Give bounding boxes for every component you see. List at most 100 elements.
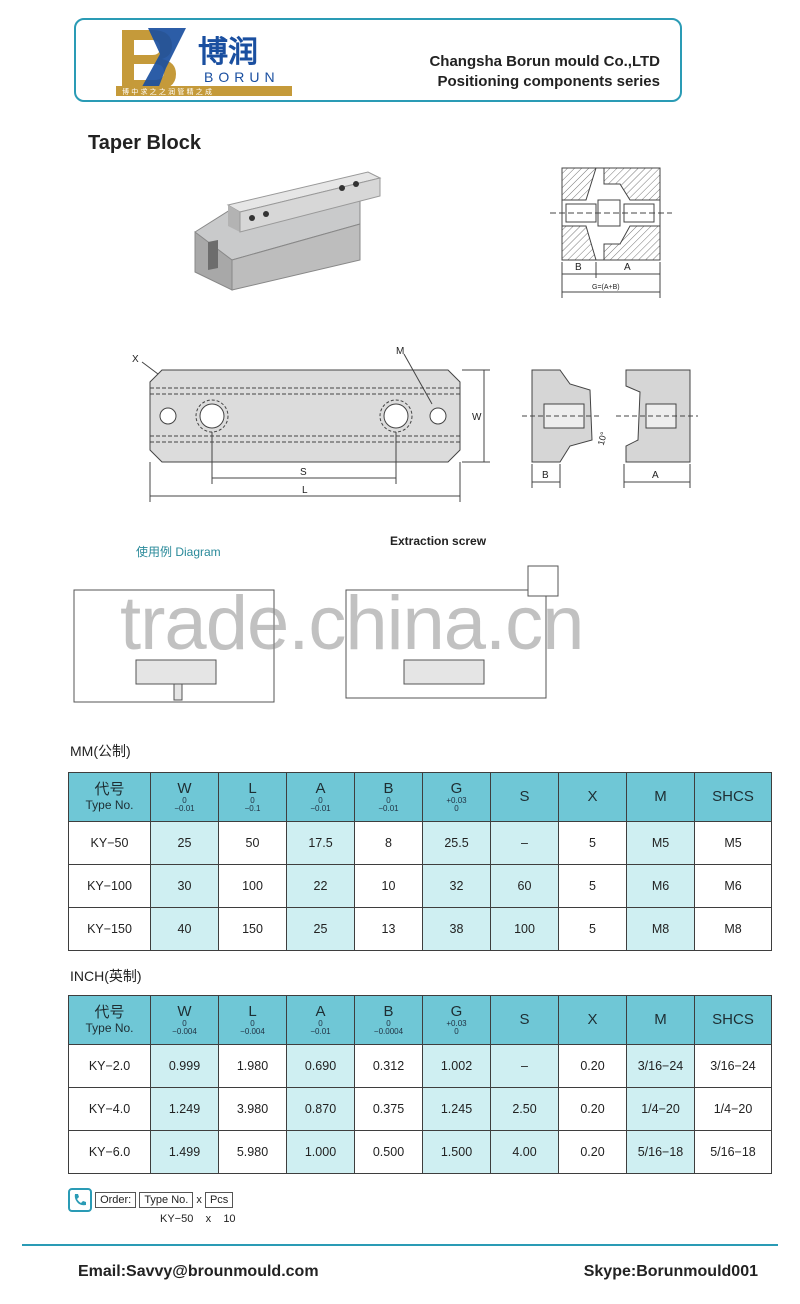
header-sub: Type No. (85, 798, 134, 812)
table-cell: M8 (694, 907, 772, 951)
header-sub: Type No. (85, 1021, 134, 1035)
header-tolerance: 0 (250, 796, 255, 805)
table-cell: 1.499 (150, 1130, 219, 1174)
order-example-type: KY−50 (160, 1213, 194, 1225)
dim-b-side: B (542, 470, 549, 481)
cross-section-view (550, 167, 672, 298)
table-cell: 5/16−18 (626, 1130, 695, 1174)
plan-view (141, 353, 490, 502)
product-photo (194, 171, 382, 291)
usage-diagram (73, 565, 559, 703)
header-tolerance: +0.03 (446, 1019, 467, 1028)
table-cell: 0.870 (286, 1087, 355, 1131)
header-main: M (654, 788, 667, 805)
table-cell: 0.20 (558, 1044, 627, 1088)
table-cell: 1.000 (286, 1130, 355, 1174)
table-cell: 25 (286, 907, 355, 951)
phone-icon (68, 1188, 92, 1212)
table-cell: 1.002 (422, 1044, 491, 1088)
dim-x: X (132, 354, 139, 365)
header-main: S (519, 788, 530, 805)
table-cell: 30 (150, 864, 219, 908)
table-cell: 3/16−24 (694, 1044, 772, 1088)
column-header: X (558, 772, 627, 822)
header-tolerance: −0.004 (172, 1027, 197, 1036)
series-name: Positioning components series (437, 73, 660, 90)
table-cell: 25.5 (422, 821, 491, 865)
table-cell: 50 (218, 821, 287, 865)
table-cell: 13 (354, 907, 423, 951)
header-tolerance: −0.01 (310, 1027, 331, 1036)
dim-l: L (302, 485, 308, 496)
table-cell: KY−50 (68, 821, 151, 865)
dim-m: M (396, 346, 404, 357)
mm-section-title: MM(公制) (70, 743, 131, 759)
column-header: S (490, 772, 559, 822)
table-cell: 4.00 (490, 1130, 559, 1174)
table-cell: 8 (354, 821, 423, 865)
extraction-screw-label: Extraction screw (390, 534, 487, 548)
table-cell: 10 (354, 864, 423, 908)
page-title: Taper Block (88, 132, 201, 154)
order-times: x (196, 1193, 202, 1206)
table-cell: 5.980 (218, 1130, 287, 1174)
order-pcs-header: Pcs (204, 1191, 234, 1208)
table-cell: 0.312 (354, 1044, 423, 1088)
dim-b-top: B (575, 262, 582, 273)
logo-cn-text: 博润 (198, 35, 258, 70)
header-main: SHCS (712, 1011, 754, 1028)
column-header: SHCS (694, 772, 772, 822)
header-main: W (177, 780, 192, 797)
dim-a-top: A (624, 262, 631, 273)
table-cell: KY−2.0 (68, 1044, 151, 1088)
side-view-a (616, 369, 698, 488)
table-cell: 17.5 (286, 821, 355, 865)
header-main: B (383, 1003, 394, 1020)
table-cell: 0.690 (286, 1044, 355, 1088)
header-tolerance: 0 (454, 1027, 459, 1036)
header-main: G (450, 1003, 463, 1020)
table-cell: KY−150 (68, 907, 151, 951)
company-info: Changsha Borun mould Co.,LTD Positioning… (429, 52, 660, 92)
header-main: W (177, 1003, 192, 1020)
table-cell: 150 (218, 907, 287, 951)
contact-email: Email:Savvy@brounmould.com (78, 1263, 319, 1280)
footer-divider (22, 1244, 778, 1246)
order-example: Order: Type No. x Pcs KY−50 x 10 (68, 1188, 236, 1225)
header-main: X (587, 788, 598, 805)
column-header: M (626, 772, 695, 822)
table-cell: 0.20 (558, 1130, 627, 1174)
table-cell: – (490, 1044, 559, 1088)
table-cell: 100 (218, 864, 287, 908)
header-main: A (315, 780, 326, 797)
dim-s: S (300, 467, 307, 478)
header-tolerance: 0 (182, 796, 187, 805)
table-cell: – (490, 821, 559, 865)
dim-g-formula: G=(A+B) (592, 284, 620, 291)
dim-a-side: A (652, 470, 659, 481)
table-cell: M5 (626, 821, 695, 865)
table-cell: KY−100 (68, 864, 151, 908)
header-main: 代号 (94, 1004, 125, 1021)
header-tolerance: 0 (386, 1019, 391, 1028)
technical-drawings: B A G=(A+B) X M W S L B 10° (73, 167, 698, 703)
column-header: SHCS (694, 995, 772, 1045)
order-label: Order: (95, 1191, 137, 1208)
table-cell: M5 (694, 821, 772, 865)
table-cell: 1.500 (422, 1130, 491, 1174)
table-cell: 2.50 (490, 1087, 559, 1131)
